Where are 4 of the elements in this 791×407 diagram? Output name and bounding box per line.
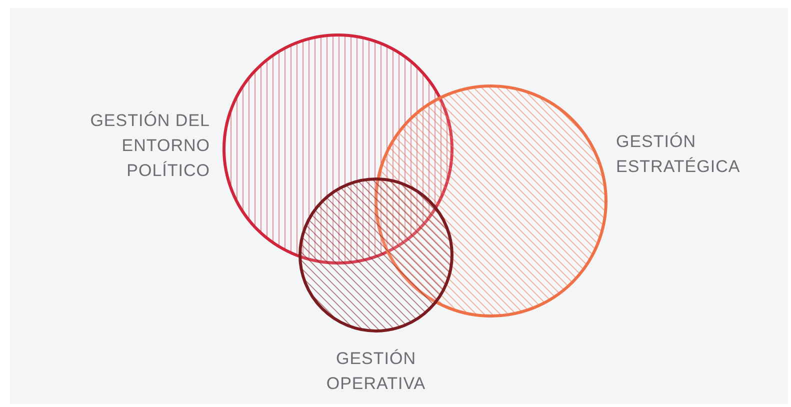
circle-label: GESTIÓN ESTRATÉGICA xyxy=(616,131,742,178)
circle-label: GESTIÓN DEL ENTORNO POLÍTICO xyxy=(89,110,210,182)
hatched-circle xyxy=(298,177,454,333)
circle-label: GESTIÓN OPERATIVA xyxy=(325,348,427,395)
